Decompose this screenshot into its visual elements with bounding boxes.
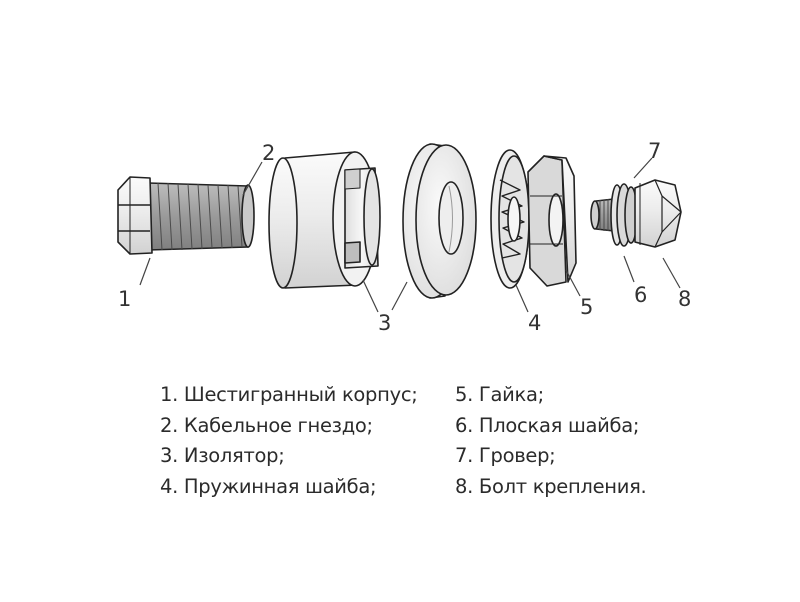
legend-item-spring-washer: 4. Пружинная шайба; bbox=[160, 474, 377, 498]
legend-item-insulator: 3. Изолятор; bbox=[160, 444, 285, 467]
legend-column-left: 1. Шестигранный корпус; 2. Кабельное гне… bbox=[160, 380, 418, 502]
callout-6: 6 bbox=[634, 283, 647, 307]
hex-nut-part bbox=[527, 155, 577, 287]
exploded-view-diagram: 1 2 3 4 5 6 7 8 bbox=[117, 139, 691, 335]
callout-4: 4 bbox=[528, 311, 541, 335]
legend-item-grover: 7. Гровер; bbox=[455, 444, 556, 467]
callout-labels: 1 2 3 4 5 6 7 8 bbox=[118, 139, 691, 335]
callout-3: 3 bbox=[378, 311, 391, 335]
bolt-assembly-part bbox=[590, 179, 682, 248]
callout-5: 5 bbox=[580, 295, 593, 319]
legend-item-mounting-bolt: 8. Болт крепления. bbox=[455, 474, 647, 498]
insulator-part bbox=[402, 143, 477, 299]
callout-1: 1 bbox=[118, 287, 131, 311]
legend-item-flat-washer: 6. Плоская шайба; bbox=[455, 413, 640, 437]
callout-8: 8 bbox=[678, 287, 691, 311]
legend-item-cable-socket: 2. Кабельное гнездо; bbox=[160, 413, 373, 437]
hex-body-part bbox=[117, 176, 255, 255]
leader-lines bbox=[139, 157, 681, 313]
cable-socket-part bbox=[268, 151, 381, 289]
legend-item-nut: 5. Гайка; bbox=[455, 383, 544, 406]
callout-2: 2 bbox=[262, 141, 275, 165]
callout-7: 7 bbox=[648, 139, 661, 163]
spring-washer-part bbox=[490, 149, 530, 289]
legend-item-hex-body: 1. Шестигранный корпус; bbox=[160, 383, 418, 406]
legend-column-right: 5. Гайка; 6. Плоская шайба; 7. Гровер; 8… bbox=[455, 380, 647, 502]
